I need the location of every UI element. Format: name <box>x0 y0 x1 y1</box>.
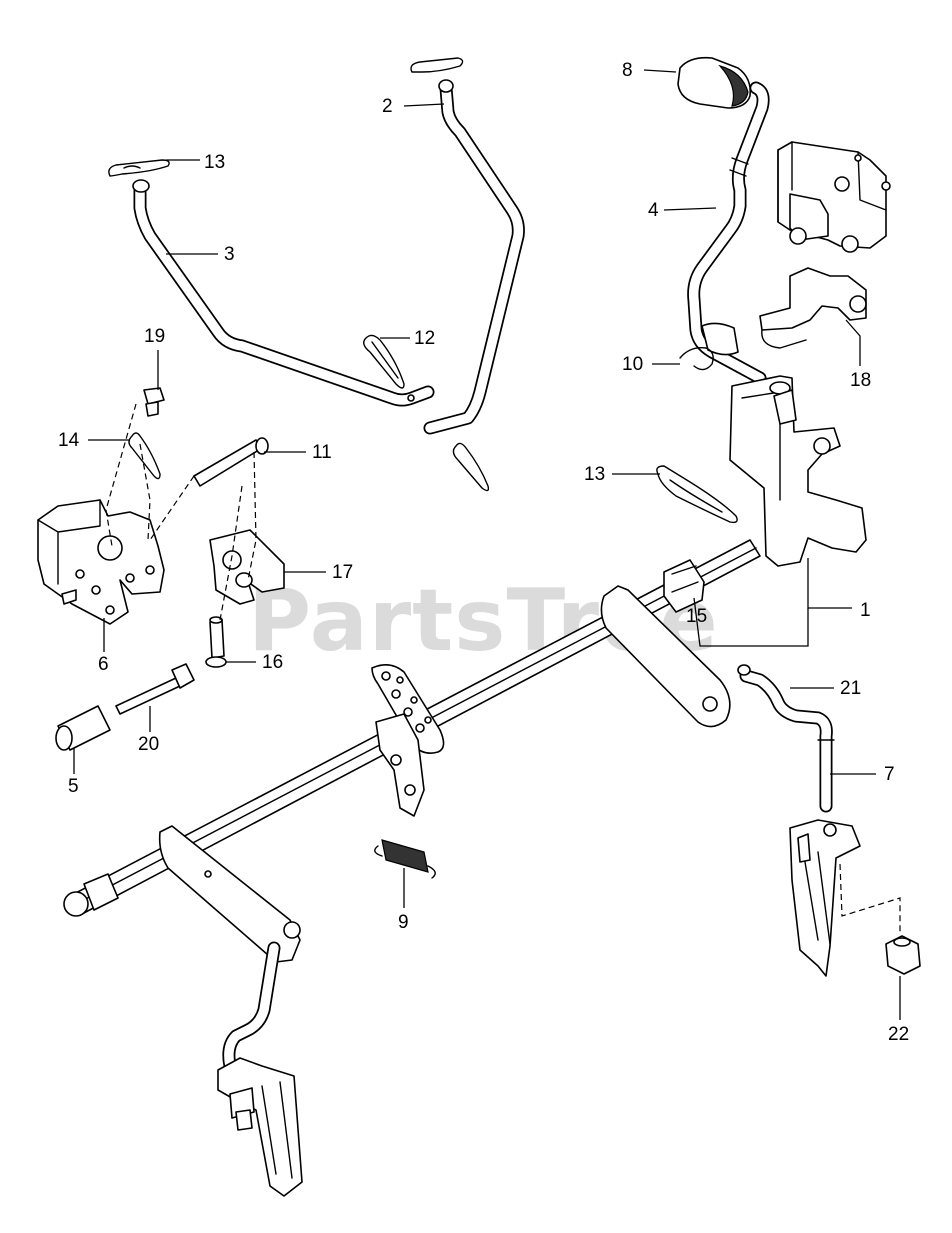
callout-4: 4 <box>648 200 659 221</box>
callout-1: 1 <box>860 600 871 621</box>
part-13-hairpin-clip-top[interactable] <box>108 159 170 177</box>
rod-2-bottom-clip[interactable] <box>452 442 490 492</box>
callout-5: 5 <box>68 776 79 797</box>
part-10-clip[interactable] <box>679 347 714 371</box>
part-7-hanger-bracket[interactable] <box>789 819 861 977</box>
part-8-handle-grip[interactable] <box>677 56 752 109</box>
part-13-hairpin-clip-right[interactable] <box>656 465 738 524</box>
callout-3: 3 <box>224 244 235 265</box>
part-5-spacer[interactable] <box>55 705 111 751</box>
callout-21: 21 <box>840 678 861 699</box>
part-22-nut[interactable] <box>885 935 921 975</box>
part-3-lift-rod[interactable] <box>132 179 435 407</box>
part-19-bolt[interactable] <box>143 387 165 417</box>
callout-20: 20 <box>138 734 159 755</box>
callout-10: 10 <box>622 354 643 375</box>
leader-lines <box>73 69 901 1020</box>
callout-14: 14 <box>58 430 80 451</box>
right-upper-bracket[interactable] <box>777 141 891 253</box>
callout-12: 12 <box>414 328 435 349</box>
part-17-bracket[interactable] <box>209 529 285 605</box>
part-20-bolt[interactable] <box>115 663 195 715</box>
callout-15: 15 <box>686 606 707 627</box>
part-1-lift-shaft[interactable] <box>63 375 867 1197</box>
callout-2: 2 <box>382 96 393 117</box>
callout-7: 7 <box>884 764 895 785</box>
part-2-clip[interactable] <box>410 57 464 73</box>
part-11-clevis-pin[interactable] <box>193 437 269 487</box>
callouts: 1 2 3 4 5 6 7 8 9 10 11 12 13 13 14 15 1… <box>58 60 909 1045</box>
part-16-pin[interactable] <box>205 616 227 668</box>
part-12-hairpin-clip[interactable] <box>363 334 405 389</box>
callout-19: 19 <box>144 326 165 347</box>
callout-13-right: 13 <box>584 464 605 485</box>
callout-22: 22 <box>888 1024 909 1045</box>
callout-18: 18 <box>850 370 871 391</box>
part-21-hanger-rod[interactable] <box>737 664 835 813</box>
callout-8: 8 <box>622 60 633 81</box>
part-6-bracket[interactable] <box>37 499 165 625</box>
callout-9: 9 <box>398 912 409 933</box>
part-4-lift-handle[interactable] <box>687 81 770 385</box>
part-9-spring[interactable] <box>374 839 436 879</box>
part-2-lift-rod[interactable] <box>423 79 525 435</box>
callout-13-top: 13 <box>204 152 225 173</box>
callout-17: 17 <box>332 562 353 583</box>
callout-11: 11 <box>312 442 332 463</box>
callout-6: 6 <box>98 654 109 675</box>
callout-16: 16 <box>262 652 283 673</box>
part-14-hairpin-clip[interactable] <box>128 432 161 480</box>
assembly-lines <box>105 403 901 934</box>
part-18-bracket[interactable] <box>759 267 867 349</box>
